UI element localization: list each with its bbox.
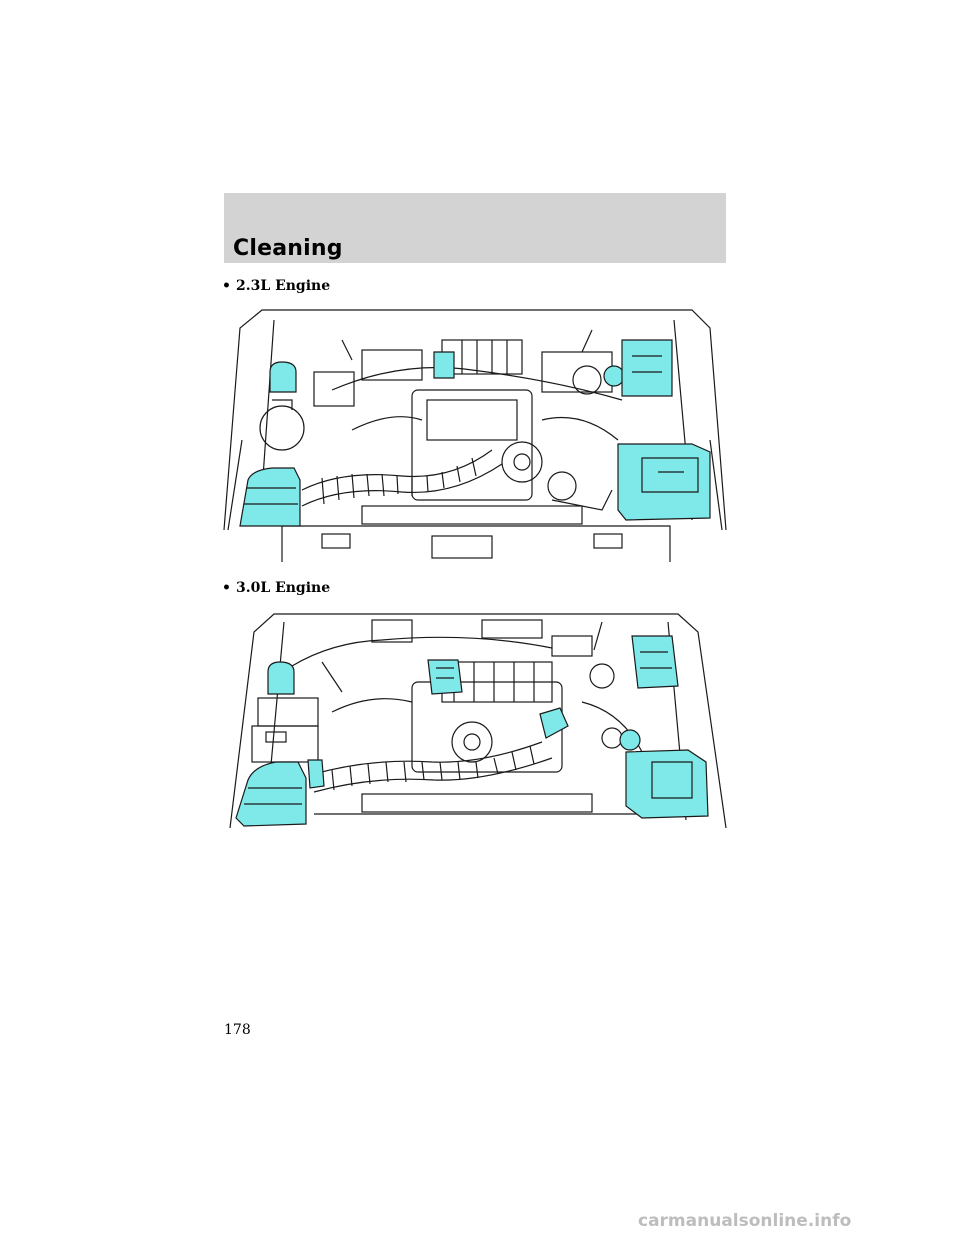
engine-label-3-0l: 3.0L Engine	[236, 580, 331, 596]
header-band	[224, 193, 726, 263]
bullet-2-3l-engine: • 2.3L Engine	[222, 278, 330, 294]
watermark: carmanualsonline.info	[638, 1211, 852, 1231]
bullet-3-0l-engine: • 3.0L Engine	[222, 580, 330, 596]
engine-diagram-3-0l	[229, 613, 727, 828]
engine-diagram-2-3l	[223, 309, 727, 562]
bullet-dot: •	[222, 580, 231, 596]
bullet-dot: •	[222, 278, 231, 294]
page-title: Cleaning	[233, 236, 343, 261]
engine-label-2-3l: 2.3L Engine	[236, 278, 331, 294]
page-number: 178	[224, 1022, 251, 1038]
